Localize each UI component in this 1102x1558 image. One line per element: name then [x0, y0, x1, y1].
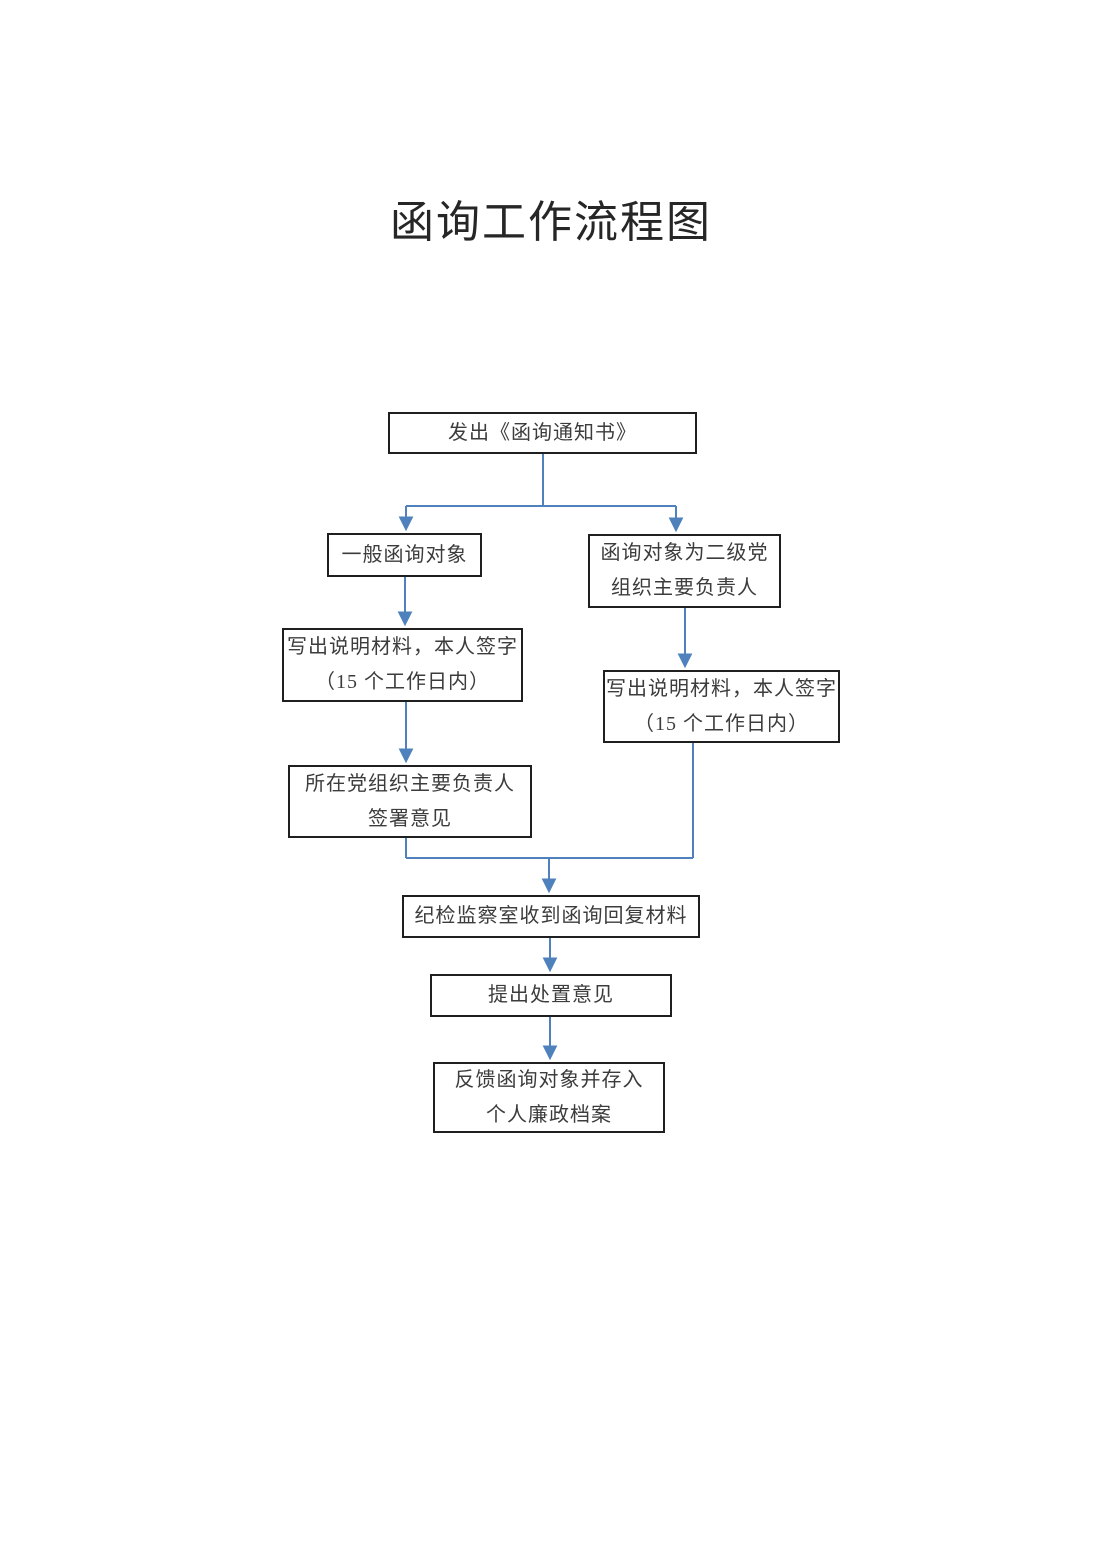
node-feedback-and-archive-line2: 个人廉政档案 — [486, 1103, 612, 1126]
node-issue-notice: 发出《函询通知书》 — [388, 412, 697, 454]
node-party-org-sign-opinion: 所在党组织主要负责人 签署意见 — [288, 765, 532, 838]
node-issue-notice-label: 发出《函询通知书》 — [448, 421, 637, 444]
node-propose-disposal-opinion: 提出处置意见 — [430, 974, 672, 1017]
node-write-explanation-right-line2: （15 个工作日内） — [634, 712, 809, 735]
node-receive-reply-materials-label: 纪检监察室收到函询回复材料 — [414, 905, 688, 927]
node-write-explanation-left: 写出说明材料，本人签字 （15 个工作日内） — [282, 628, 523, 702]
node-feedback-and-archive: 反馈函询对象并存入 个人廉政档案 — [433, 1062, 665, 1133]
node-secondary-party-leader-line1: 函询对象为二级党 — [600, 542, 769, 564]
node-secondary-party-leader-line2: 组织主要负责人 — [611, 577, 758, 599]
node-party-org-sign-opinion-line1: 所在党组织主要负责人 — [305, 772, 515, 795]
node-write-explanation-left-line2: （15 个工作日内） — [315, 671, 490, 693]
node-write-explanation-left-line1: 写出说明材料，本人签字 — [287, 636, 518, 658]
node-general-subject-label: 一般函询对象 — [341, 543, 468, 566]
node-party-org-sign-opinion-line2: 签署意见 — [368, 807, 452, 830]
node-write-explanation-right-line1: 写出说明材料，本人签字 — [606, 677, 837, 700]
page-title: 函询工作流程图 — [390, 198, 712, 247]
node-receive-reply-materials: 纪检监察室收到函询回复材料 — [402, 895, 700, 938]
node-feedback-and-archive-line1: 反馈函询对象并存入 — [454, 1068, 644, 1091]
node-write-explanation-right: 写出说明材料，本人签字 （15 个工作日内） — [603, 670, 840, 743]
node-propose-disposal-opinion-label: 提出处置意见 — [488, 984, 614, 1006]
node-secondary-party-leader: 函询对象为二级党 组织主要负责人 — [588, 534, 781, 608]
node-general-subject: 一般函询对象 — [327, 533, 482, 577]
